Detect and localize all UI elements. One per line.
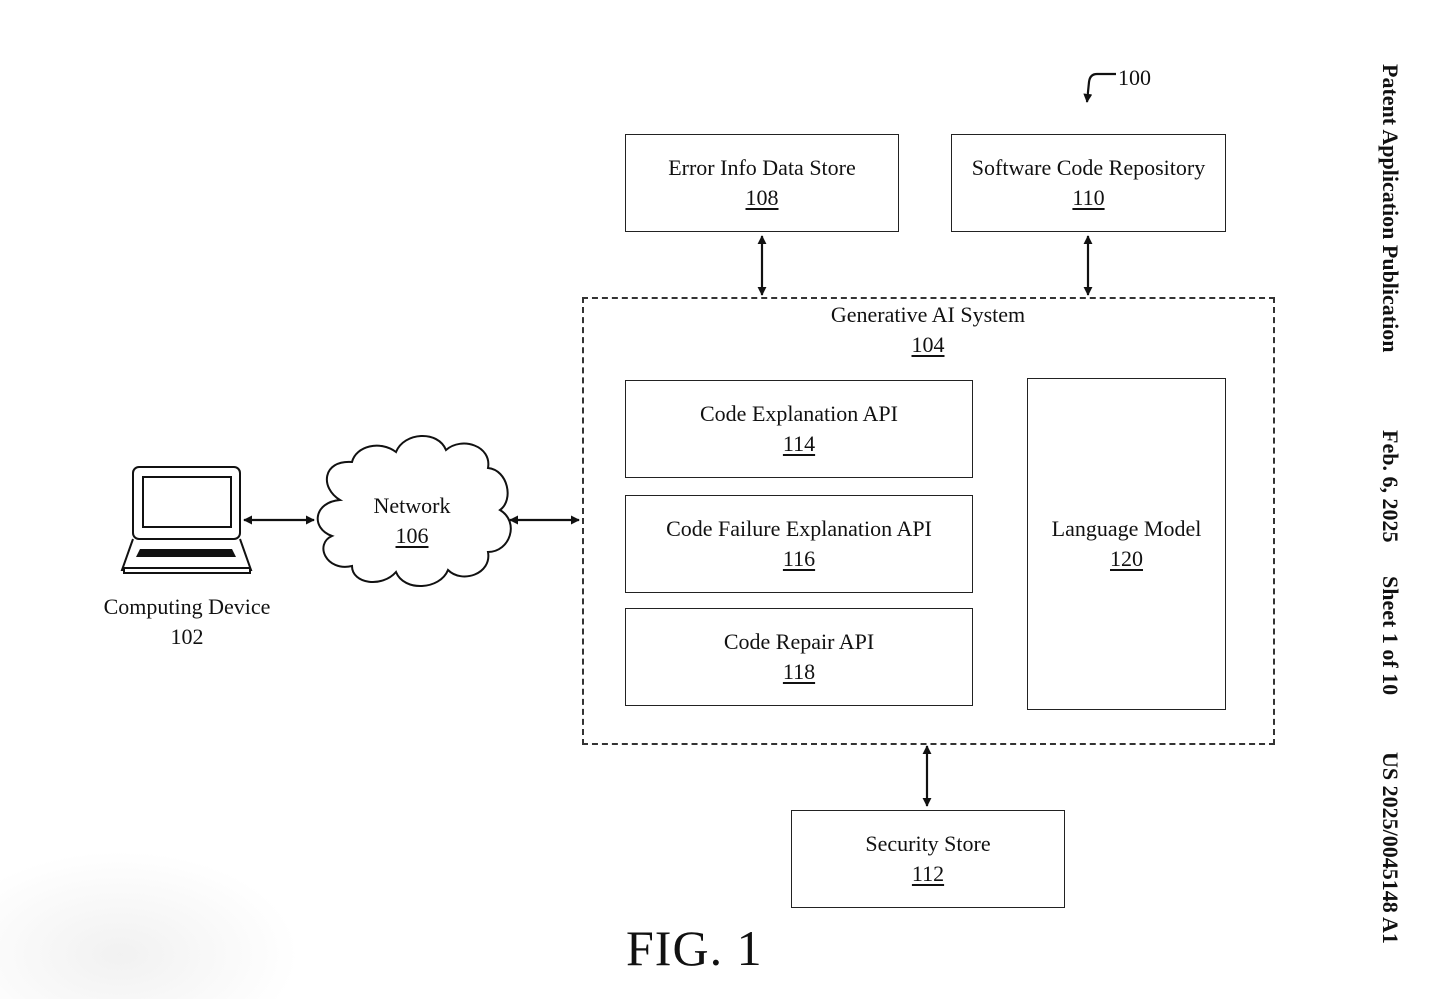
- code-explanation-api-ref: 114: [782, 431, 816, 456]
- software-code-repository-ref: 110: [1072, 185, 1105, 210]
- header-sheet: Sheet 1 of 10: [1378, 576, 1403, 696]
- figure-ref-number: 100: [1118, 65, 1151, 90]
- header-number: US 2025/0045148 A1: [1378, 752, 1403, 944]
- network-title: Network: [373, 493, 451, 518]
- code-repair-api-title: Code Repair API: [723, 629, 875, 654]
- software-code-repository-title: Software Code Repository: [971, 155, 1206, 180]
- code-failure-explanation-api-ref: 116: [782, 546, 816, 571]
- security-store-ref: 112: [911, 861, 945, 886]
- error-info-data-store-ref: 108: [745, 185, 779, 210]
- computing-device-label: Computing Device 102: [76, 592, 298, 652]
- generative-ai-system-container: [582, 297, 1275, 745]
- network-cloud-shape: [316, 435, 512, 587]
- language-model-ref: 120: [1110, 546, 1143, 571]
- scan-smudge: [0, 850, 300, 999]
- security-store-box: Security Store 112: [791, 810, 1065, 908]
- laptop-icon: [120, 466, 253, 574]
- code-explanation-api-box: Code Explanation API 114: [625, 380, 973, 478]
- code-failure-explanation-api-title: Code Failure Explanation API: [666, 516, 932, 541]
- error-info-data-store-box: Error Info Data Store 108: [625, 134, 899, 232]
- language-model-box: Language Model 120: [1027, 378, 1226, 710]
- generative-ai-system-title: Generative AI System: [830, 302, 1026, 327]
- laptop-keyboard: [136, 549, 236, 557]
- security-store-title: Security Store: [865, 831, 991, 856]
- figure-ref-pointer: [1083, 72, 1116, 103]
- network-label: Network 106: [342, 491, 482, 551]
- code-repair-api-box: Code Repair API 118: [625, 608, 973, 706]
- generative-ai-system-label: Generative AI System 104: [782, 300, 1074, 360]
- software-code-repository-box: Software Code Repository 110: [951, 134, 1226, 232]
- error-info-data-store-title: Error Info Data Store: [668, 155, 856, 180]
- computing-device-title: Computing Device: [103, 594, 271, 619]
- patent-header: Patent Application PublicationFeb. 6, 20…: [1377, 64, 1403, 944]
- language-model-title: Language Model: [1051, 516, 1202, 541]
- network-ref: 106: [395, 523, 429, 548]
- code-repair-api-ref: 118: [782, 659, 816, 684]
- figure-caption: FIG. 1: [626, 920, 763, 976]
- code-explanation-api-title: Code Explanation API: [700, 401, 898, 426]
- generative-ai-system-ref: 104: [911, 332, 945, 357]
- header-date: Feb. 6, 2025: [1378, 430, 1403, 543]
- computing-device-ref: 102: [170, 624, 204, 649]
- header-publication: Patent Application Publication: [1378, 64, 1403, 353]
- code-failure-explanation-api-box: Code Failure Explanation API 116: [625, 495, 973, 593]
